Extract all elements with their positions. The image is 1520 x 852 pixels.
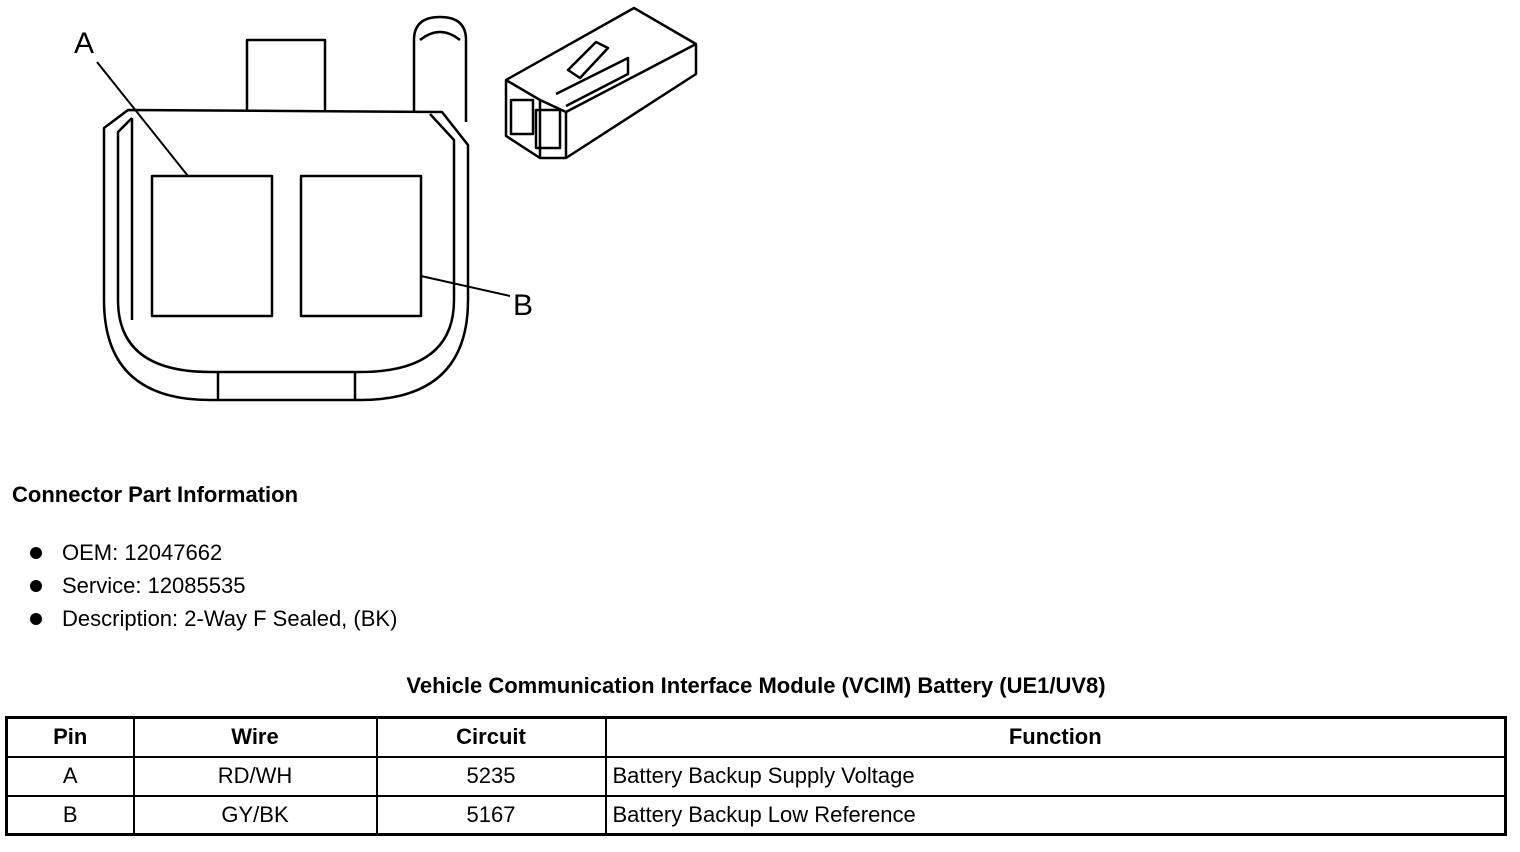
housing-outer [102,108,470,402]
part-info-list: OEM: 12047662 Service: 12085535 Descript… [28,536,397,635]
list-item-oem: OEM: 12047662 [28,536,397,569]
cell-pin: A [5,755,135,797]
connector-3d-view [504,6,698,160]
list-item-description: Description: 2-Way F Sealed, (BK) [28,602,397,635]
pinout-table-title: Vehicle Communication Interface Module (… [406,673,1106,698]
cell-wire: RD/WH [132,755,378,797]
oem-text: OEM: 12047662 [62,540,223,565]
table-row: B GY/BK 5167 Battery Backup Low Referenc… [5,794,1507,836]
header-circuit: Circuit [375,716,607,758]
callout-label-a: A [74,27,94,60]
housing-inner [116,113,456,374]
callout-label-b: B [513,289,533,322]
table-header-row: Pin Wire Circuit Function [5,716,1507,758]
cell-wire: GY/BK [132,794,378,836]
bullet-icon [30,547,42,559]
header-pin: Pin [5,716,135,758]
leader-line-a [96,61,189,177]
cell-function: Battery Backup Supply Voltage [604,755,1507,797]
header-wire: Wire [132,716,378,758]
service-text: Service: 12085535 [62,573,246,598]
cell-circuit: 5235 [375,755,607,797]
table-row: A RD/WH 5235 Battery Backup Supply Volta… [5,755,1507,797]
connector-part-info-heading: Connector Part Information [12,482,299,507]
cell-pin: B [5,794,135,836]
cavity-a [150,174,274,318]
cell-circuit: 5167 [375,794,607,836]
header-function: Function [604,716,1507,758]
release-arm [412,15,468,122]
cavity-b [299,174,423,318]
connector-face-diagram: A B [74,6,698,402]
list-item-service: Service: 12085535 [28,569,397,602]
pinout-table: Pin Wire Circuit Function A RD/WH 5235 B… [5,716,1507,836]
locking-tab [245,38,327,110]
bullet-icon [30,613,42,625]
bullet-icon [30,580,42,592]
cell-function: Battery Backup Low Reference [604,794,1507,836]
description-text: Description: 2-Way F Sealed, (BK) [62,606,398,631]
leader-line-b [420,275,511,297]
